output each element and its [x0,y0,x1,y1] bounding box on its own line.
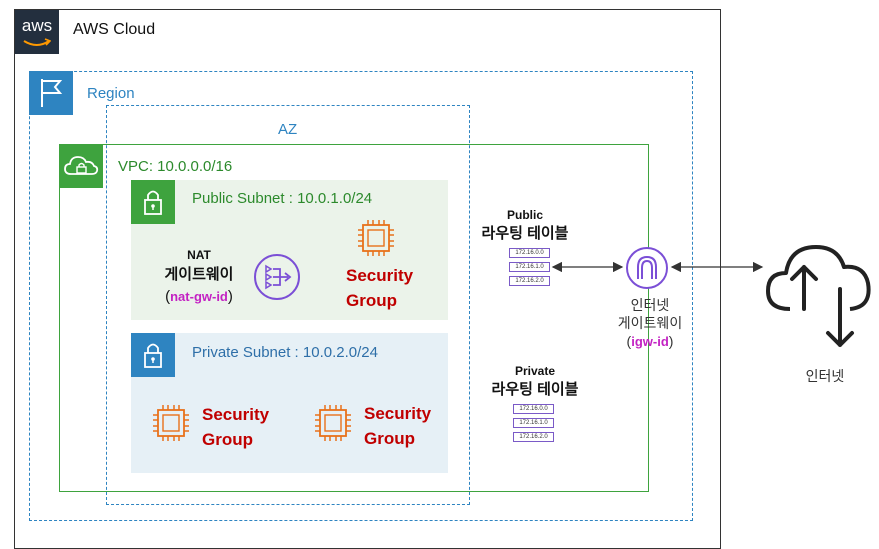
public-subnet-title: Public Subnet : 10.0.1.0/24 [192,190,373,207]
chip-icon [312,402,354,449]
vpc-title: VPC: 10.0.0.0/16 [118,158,233,175]
igw-open-paren: ( [626,333,632,349]
nat-gateway-id: nat-gw-id [170,289,228,304]
private-route-table-title: Private 라우팅 테이블 [480,364,590,399]
sg-line1: Security [364,404,432,423]
route-row: 172.16.1.0 [513,418,554,428]
cloud-lock-icon [59,144,103,188]
aws-cloud-title: AWS Cloud [73,21,156,38]
route-row: 172.16.2.0 [509,276,550,286]
igw-id: igw-id [631,334,669,349]
region-boundary [29,71,693,521]
nat-id-line: (nat-gw-id) [152,288,246,305]
aws-logo-text: aws [21,16,53,35]
rt-title-line2: 라우팅 테이블 [491,381,579,398]
sg-line2: Group [202,430,253,449]
sg-line2: Group [346,291,397,310]
cloud-upload-download-icon [764,227,876,358]
sg-line1: Security [202,405,270,424]
region-title: Region [87,85,135,102]
chip-icon [355,217,397,264]
sg-line1: Security [346,266,414,285]
private-route-table: 172.16.0.0 172.16.1.0 172.16.2.0 [513,404,554,446]
az-title: AZ [278,121,298,138]
nat-label-line1: NAT [187,248,211,262]
aws-logo-icon: aws [15,10,59,54]
public-subnet [131,180,448,320]
igw-line1: 인터넷 [630,297,670,313]
az-boundary [106,105,470,505]
rt-title-line1: Public [506,208,543,222]
sg-line2: Group [364,429,415,448]
flag-icon [29,71,73,115]
igw-close-paren: ) [668,333,674,349]
igw-label: 인터넷 게이트웨이 (igw-id) [590,296,710,351]
route-row: 172.16.0.0 [509,248,550,258]
nat-label-line2: 게이트웨이 [164,266,234,283]
route-row: 172.16.1.0 [509,262,550,272]
public-route-table-title: Public 라우팅 테이블 [470,208,580,243]
nat-gateway-icon [252,252,302,307]
vpc-boundary [59,144,649,492]
public-route-table: 172.16.0.0 172.16.1.0 172.16.2.0 [509,248,550,290]
rt-title-line2: 라우팅 테이블 [481,225,569,242]
public-security-group-label: Security Group [346,263,413,313]
padlock-icon [131,333,175,377]
rt-title-line1: Private [514,364,556,378]
private-subnet [131,333,448,473]
nat-gateway-label: NAT 게이트웨이 (nat-gw-id) [152,248,246,305]
nat-open-paren: ( [165,288,171,305]
connector-arrows [551,261,764,273]
route-row: 172.16.0.0 [513,404,554,414]
private-security-group-label: Security Group [202,402,269,452]
private-subnet-title: Private Subnet : 10.0.2.0/24 [192,344,378,361]
internet-label: 인터넷 [805,368,845,384]
internet-gateway-icon [624,245,670,296]
padlock-icon [131,180,175,224]
private-security-group-label: Security Group [364,401,431,451]
igw-line2: 게이트웨이 [617,315,683,331]
nat-close-paren: ) [227,288,233,305]
route-row: 172.16.2.0 [513,432,554,442]
igw-id-line: (igw-id) [590,332,710,351]
chip-icon [150,402,192,449]
